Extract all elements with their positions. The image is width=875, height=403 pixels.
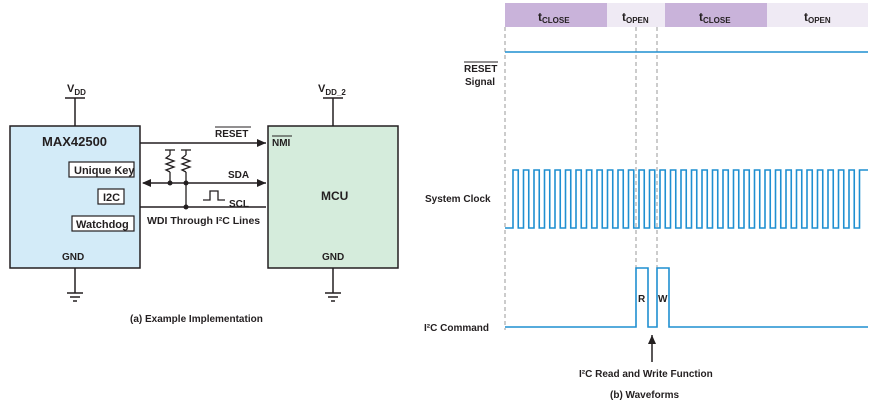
phase-label-open-1: tOPEN [622,10,649,25]
mcu-ground-symbol [325,268,341,302]
phase-close-1 [505,3,607,27]
sda-label: SDA [228,170,249,181]
scl-label: SCL [229,199,249,210]
caption-b: (b) Waveforms [610,390,680,401]
sda-junction-2 [183,180,189,186]
phase-label-open-2: tOPEN [804,10,831,25]
nmi-label: NMI [272,138,291,149]
chip-vdd-supply: VDD [65,83,86,126]
mcu-name: MCU [321,189,348,203]
chip-vdd-label: VDD [67,83,86,97]
i2c-command-waveform [505,267,868,328]
phase-open-2 [767,3,868,27]
phase-label-close-2: tCLOSE [699,10,731,25]
row-label-reset: RESET [464,64,497,75]
chip-gnd-label: GND [62,252,84,263]
row-label-i2c-command: I²C Command [424,323,489,334]
i2c-box [97,188,125,205]
pullup-resistors [164,149,192,207]
rw-function-label: I²C Read and Write Function [579,369,713,380]
row-label-signal: Signal [465,77,495,88]
pulse-r-label: R [638,294,646,305]
phase-label-close-1: tCLOSE [538,10,570,25]
caption-a: (a) Example Implementation [130,314,263,325]
feature-i2c: I2C [103,192,120,204]
watchdog-box [71,215,135,232]
example-implementation: VDD MAX42500 Unique Key I2C Watchdog GND… [9,83,399,325]
mcu-box [267,125,399,269]
waveforms-panel: tCLOSE tOPEN tCLOSE tOPEN RESET Signal S… [424,3,868,401]
unique-key-box [68,161,135,178]
row-label-system-clock: System Clock [425,194,491,205]
phase-close-2 [665,3,767,27]
phase-dividers [504,27,658,330]
mcu-vdd-supply: VDD_2 [318,83,346,126]
feature-watchdog: Watchdog [76,219,129,231]
wdi-label: WDI Through I²C Lines [147,215,260,227]
pulse-w-label: W [658,294,668,305]
mcu-gnd-label: GND [322,252,344,263]
chip-ground-symbol [67,268,83,302]
system-clock-waveform [505,169,868,229]
mcu-vdd-label: VDD_2 [318,83,346,97]
feature-unique-key: Unique Key [74,165,135,177]
chip-name: MAX42500 [42,134,107,149]
scl-pulse-symbol [203,190,225,201]
phase-open-1 [607,3,665,27]
sda-junction [167,180,173,186]
scl-junction [183,204,189,210]
reset-label: RESET [215,129,248,140]
